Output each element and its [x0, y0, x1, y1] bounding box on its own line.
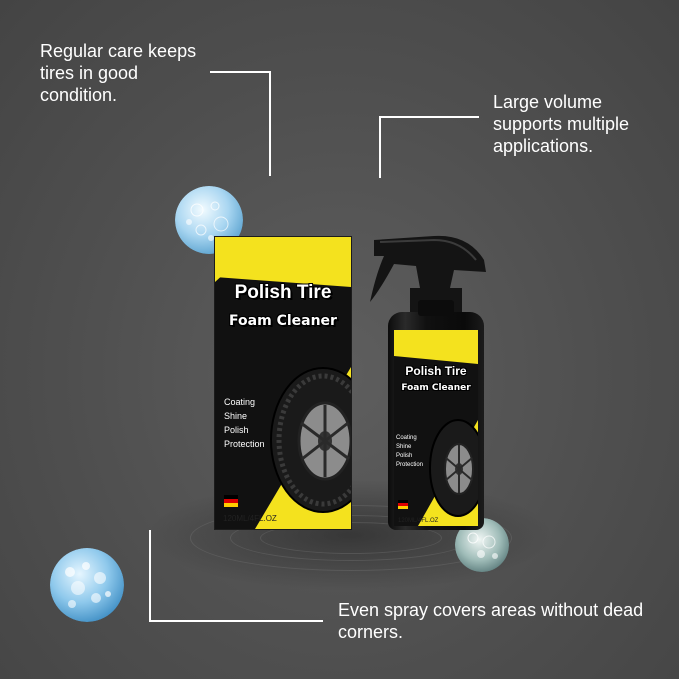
- spray-trigger-icon: [370, 235, 486, 314]
- product-box: Polish Tire Foam Cleaner Coating Shine P…: [214, 236, 352, 530]
- box-title-line2: Foam Cleaner: [229, 313, 337, 329]
- feature-item: Coating: [396, 435, 417, 441]
- germany-flag-icon: [224, 495, 238, 507]
- feature-item: Polish: [224, 425, 249, 435]
- callout-line: tires in good: [40, 63, 139, 83]
- tire-icon: [429, 419, 478, 517]
- bottle-feature-list: Coating Shine Polish Protection: [396, 434, 423, 470]
- bottle-label: Polish Tire Foam Cleaner Coating Shine P…: [394, 330, 478, 526]
- feature-item: Polish: [396, 453, 413, 459]
- feature-item: Shine: [224, 411, 248, 421]
- water-droplet-bubble-icon: [50, 548, 124, 622]
- callout-line: Even spray covers areas without dead: [338, 600, 644, 620]
- callout-even-spray: Even spray covers areas without dead cor…: [338, 599, 643, 643]
- callout-regular-care: Regular care keeps tires in good conditi…: [40, 40, 196, 106]
- water-droplet-bubble-icon: [455, 518, 509, 572]
- callout-leader-line-top-left: [210, 71, 271, 176]
- germany-flag-icon: [398, 500, 408, 509]
- bottle-title-line2: Foam Cleaner: [401, 383, 471, 393]
- callout-leader-line-top-right: [379, 116, 479, 178]
- callout-leader-line-bottom: [149, 530, 323, 622]
- callout-line: Large volume: [493, 92, 603, 112]
- box-title-line1: Polish Tire: [234, 282, 332, 303]
- callout-line: Regular care keeps: [40, 41, 197, 61]
- feature-item: Shine: [396, 444, 412, 450]
- spray-bottle: Polish Tire Foam Cleaner Coating Shine P…: [388, 312, 484, 530]
- feature-item: Protection: [396, 462, 424, 468]
- tire-icon: [270, 367, 351, 513]
- bottle-volume-label: 120ML/4FL.OZ: [398, 518, 439, 524]
- callout-line: condition.: [40, 85, 118, 105]
- box-volume-label: 120ML/4FL.OZ: [223, 514, 277, 523]
- feature-item: Coating: [224, 397, 256, 407]
- callout-line: applications.: [493, 136, 594, 156]
- feature-item: Protection: [224, 439, 265, 449]
- bottle-neck: [418, 300, 454, 316]
- box-feature-list: Coating Shine Polish Protection: [224, 395, 265, 451]
- bottle-title-line1: Polish Tire: [405, 364, 467, 378]
- callout-line: corners.: [338, 622, 404, 642]
- callout-line: supports multiple: [493, 114, 630, 134]
- callout-large-volume: Large volume supports multiple applicati…: [493, 91, 629, 157]
